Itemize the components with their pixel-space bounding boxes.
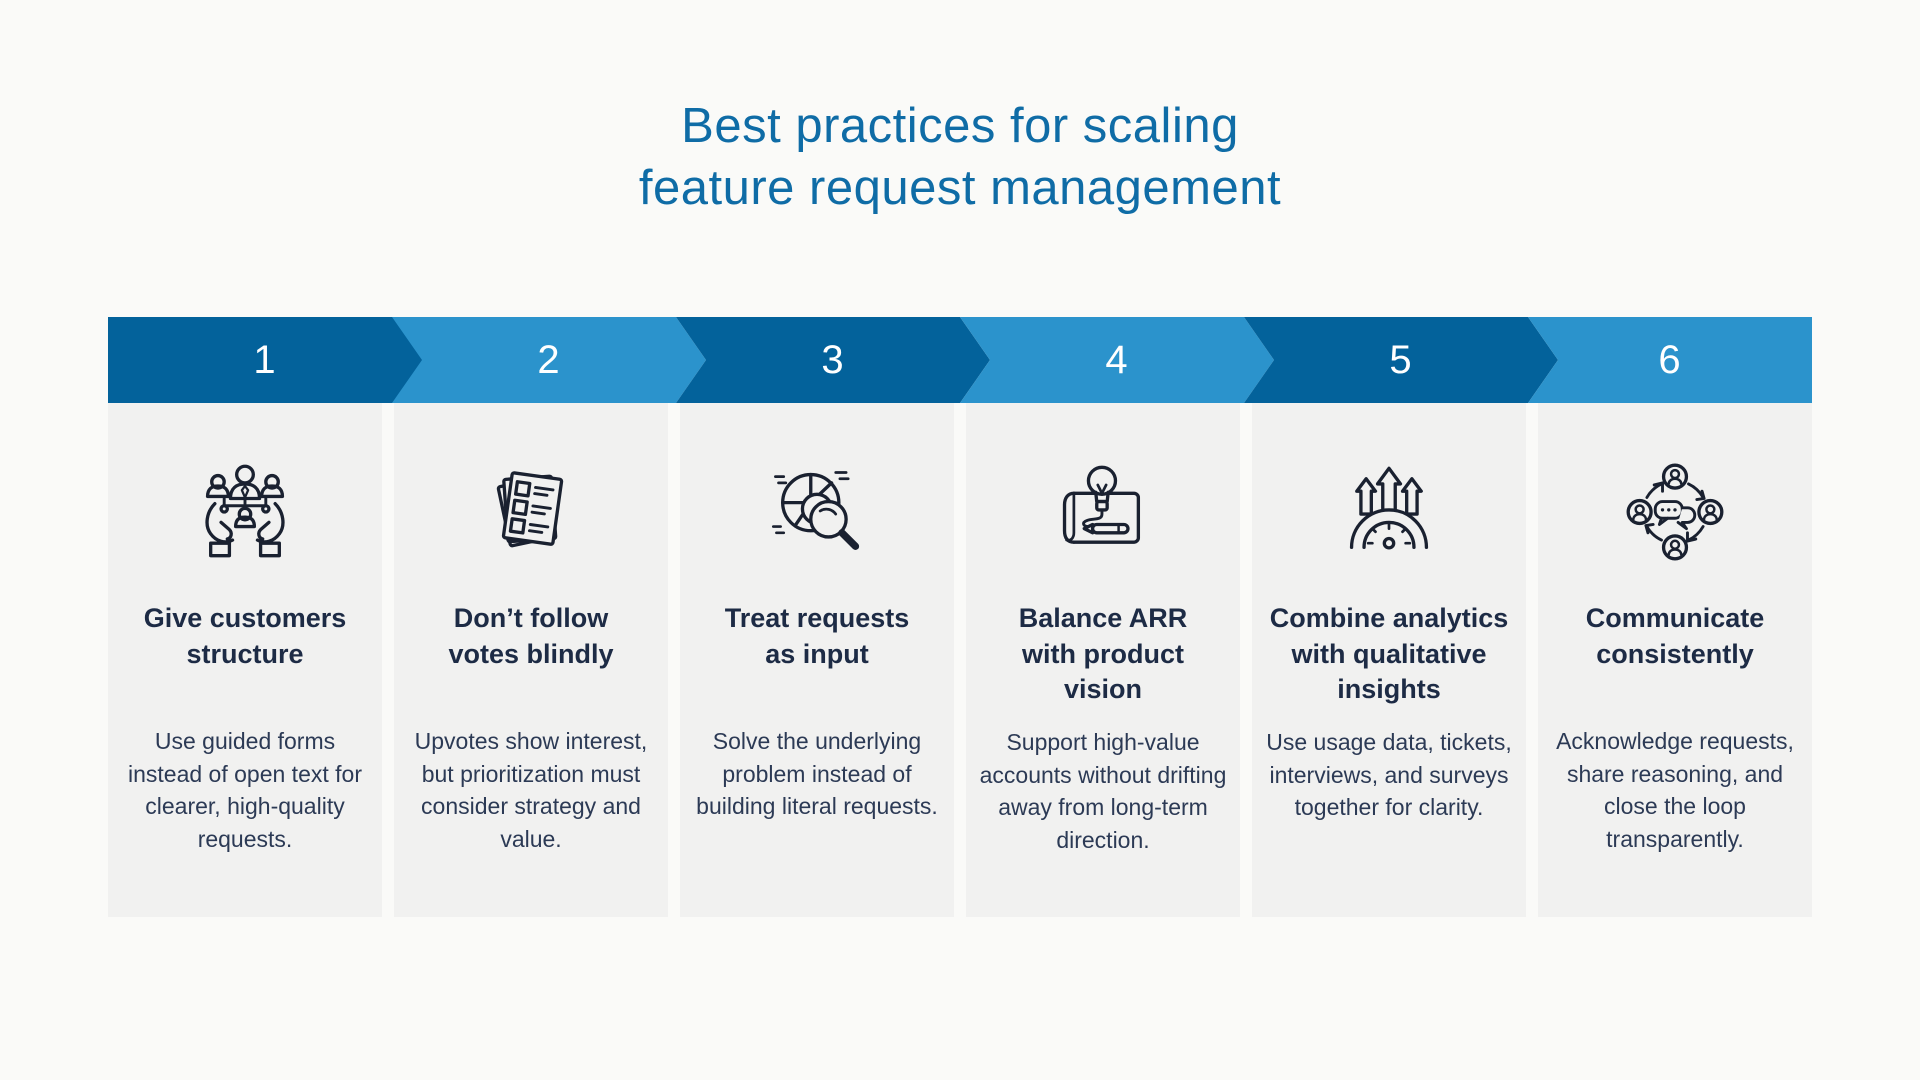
step-description: Use guided forms instead of open text fo… xyxy=(128,728,362,852)
step-card-4: Balance ARR with product vision Support … xyxy=(966,403,1240,917)
step-number: 6 xyxy=(1658,337,1682,382)
step-title: Communicate consistently xyxy=(1585,603,1765,669)
feedback-loop-icon xyxy=(1626,463,1724,561)
step-card-2: Don’t follow votes blindly Upvotes show … xyxy=(394,403,668,917)
step-description: Support high-value accounts without drif… xyxy=(979,728,1227,853)
arrow-segment-3: 3 xyxy=(676,317,990,403)
step-title: Give customers structure xyxy=(143,603,347,669)
step-cards-row: Give customers structure Use guided form… xyxy=(108,403,1812,917)
step-card-5: Combine analytics with qualitative insig… xyxy=(1252,403,1526,917)
hands-team-icon-box xyxy=(108,459,382,565)
roadmap-bulb-icon-box xyxy=(966,459,1240,565)
step-card-3: Treat requests as input Solve the underl… xyxy=(680,403,954,917)
page-title-line1: Best practices for scaling xyxy=(681,99,1239,153)
step-number: 1 xyxy=(253,337,277,382)
pie-magnifier-icon xyxy=(771,471,860,550)
step-title: Combine analytics with qualitative insig… xyxy=(1269,603,1509,705)
arrow-segment-6: 6 xyxy=(1528,317,1812,403)
arrow-segment-2: 2 xyxy=(392,317,706,403)
feedback-loop-icon-box xyxy=(1538,459,1812,565)
arrow-segment-1: 1 xyxy=(108,317,452,403)
step-description: Upvotes show interest, but prioritizatio… xyxy=(414,728,648,852)
ballot-papers-icon xyxy=(496,471,564,548)
step-title: Balance ARR with product vision xyxy=(1018,603,1188,705)
step-description: Solve the underlying problem instead of … xyxy=(696,728,938,820)
step-number: 5 xyxy=(1389,337,1413,382)
step-number: 4 xyxy=(1105,337,1129,382)
pie-magnifier-icon-box xyxy=(680,459,954,565)
growth-gauge-icon xyxy=(1349,466,1429,550)
growth-gauge-icon-box xyxy=(1252,459,1526,565)
step-number: 2 xyxy=(537,337,561,382)
arrow-segment-4: 4 xyxy=(960,317,1274,403)
process-arrow-band: 1 2 3 4 5 6 xyxy=(108,317,1812,403)
page-title: Best practices for scaling feature reques… xyxy=(0,96,1920,219)
roadmap-bulb-icon xyxy=(1062,465,1141,544)
step-card-6: Communicate consistently Acknowledge req… xyxy=(1538,403,1812,917)
step-title: Don’t follow votes blindly xyxy=(448,603,614,669)
step-description: Use usage data, tickets, interviews, and… xyxy=(1266,728,1512,821)
page-title-line2: feature request management xyxy=(638,160,1282,215)
hands-team-icon xyxy=(205,464,285,558)
step-title: Treat requests as input xyxy=(724,603,910,669)
step-description: Acknowledge requests, share reasoning, a… xyxy=(1556,728,1794,852)
step-card-1: Give customers structure Use guided form… xyxy=(108,403,382,917)
arrow-segment-5: 5 xyxy=(1244,317,1558,403)
ballot-papers-icon-box xyxy=(394,459,668,565)
step-number: 3 xyxy=(821,337,845,382)
